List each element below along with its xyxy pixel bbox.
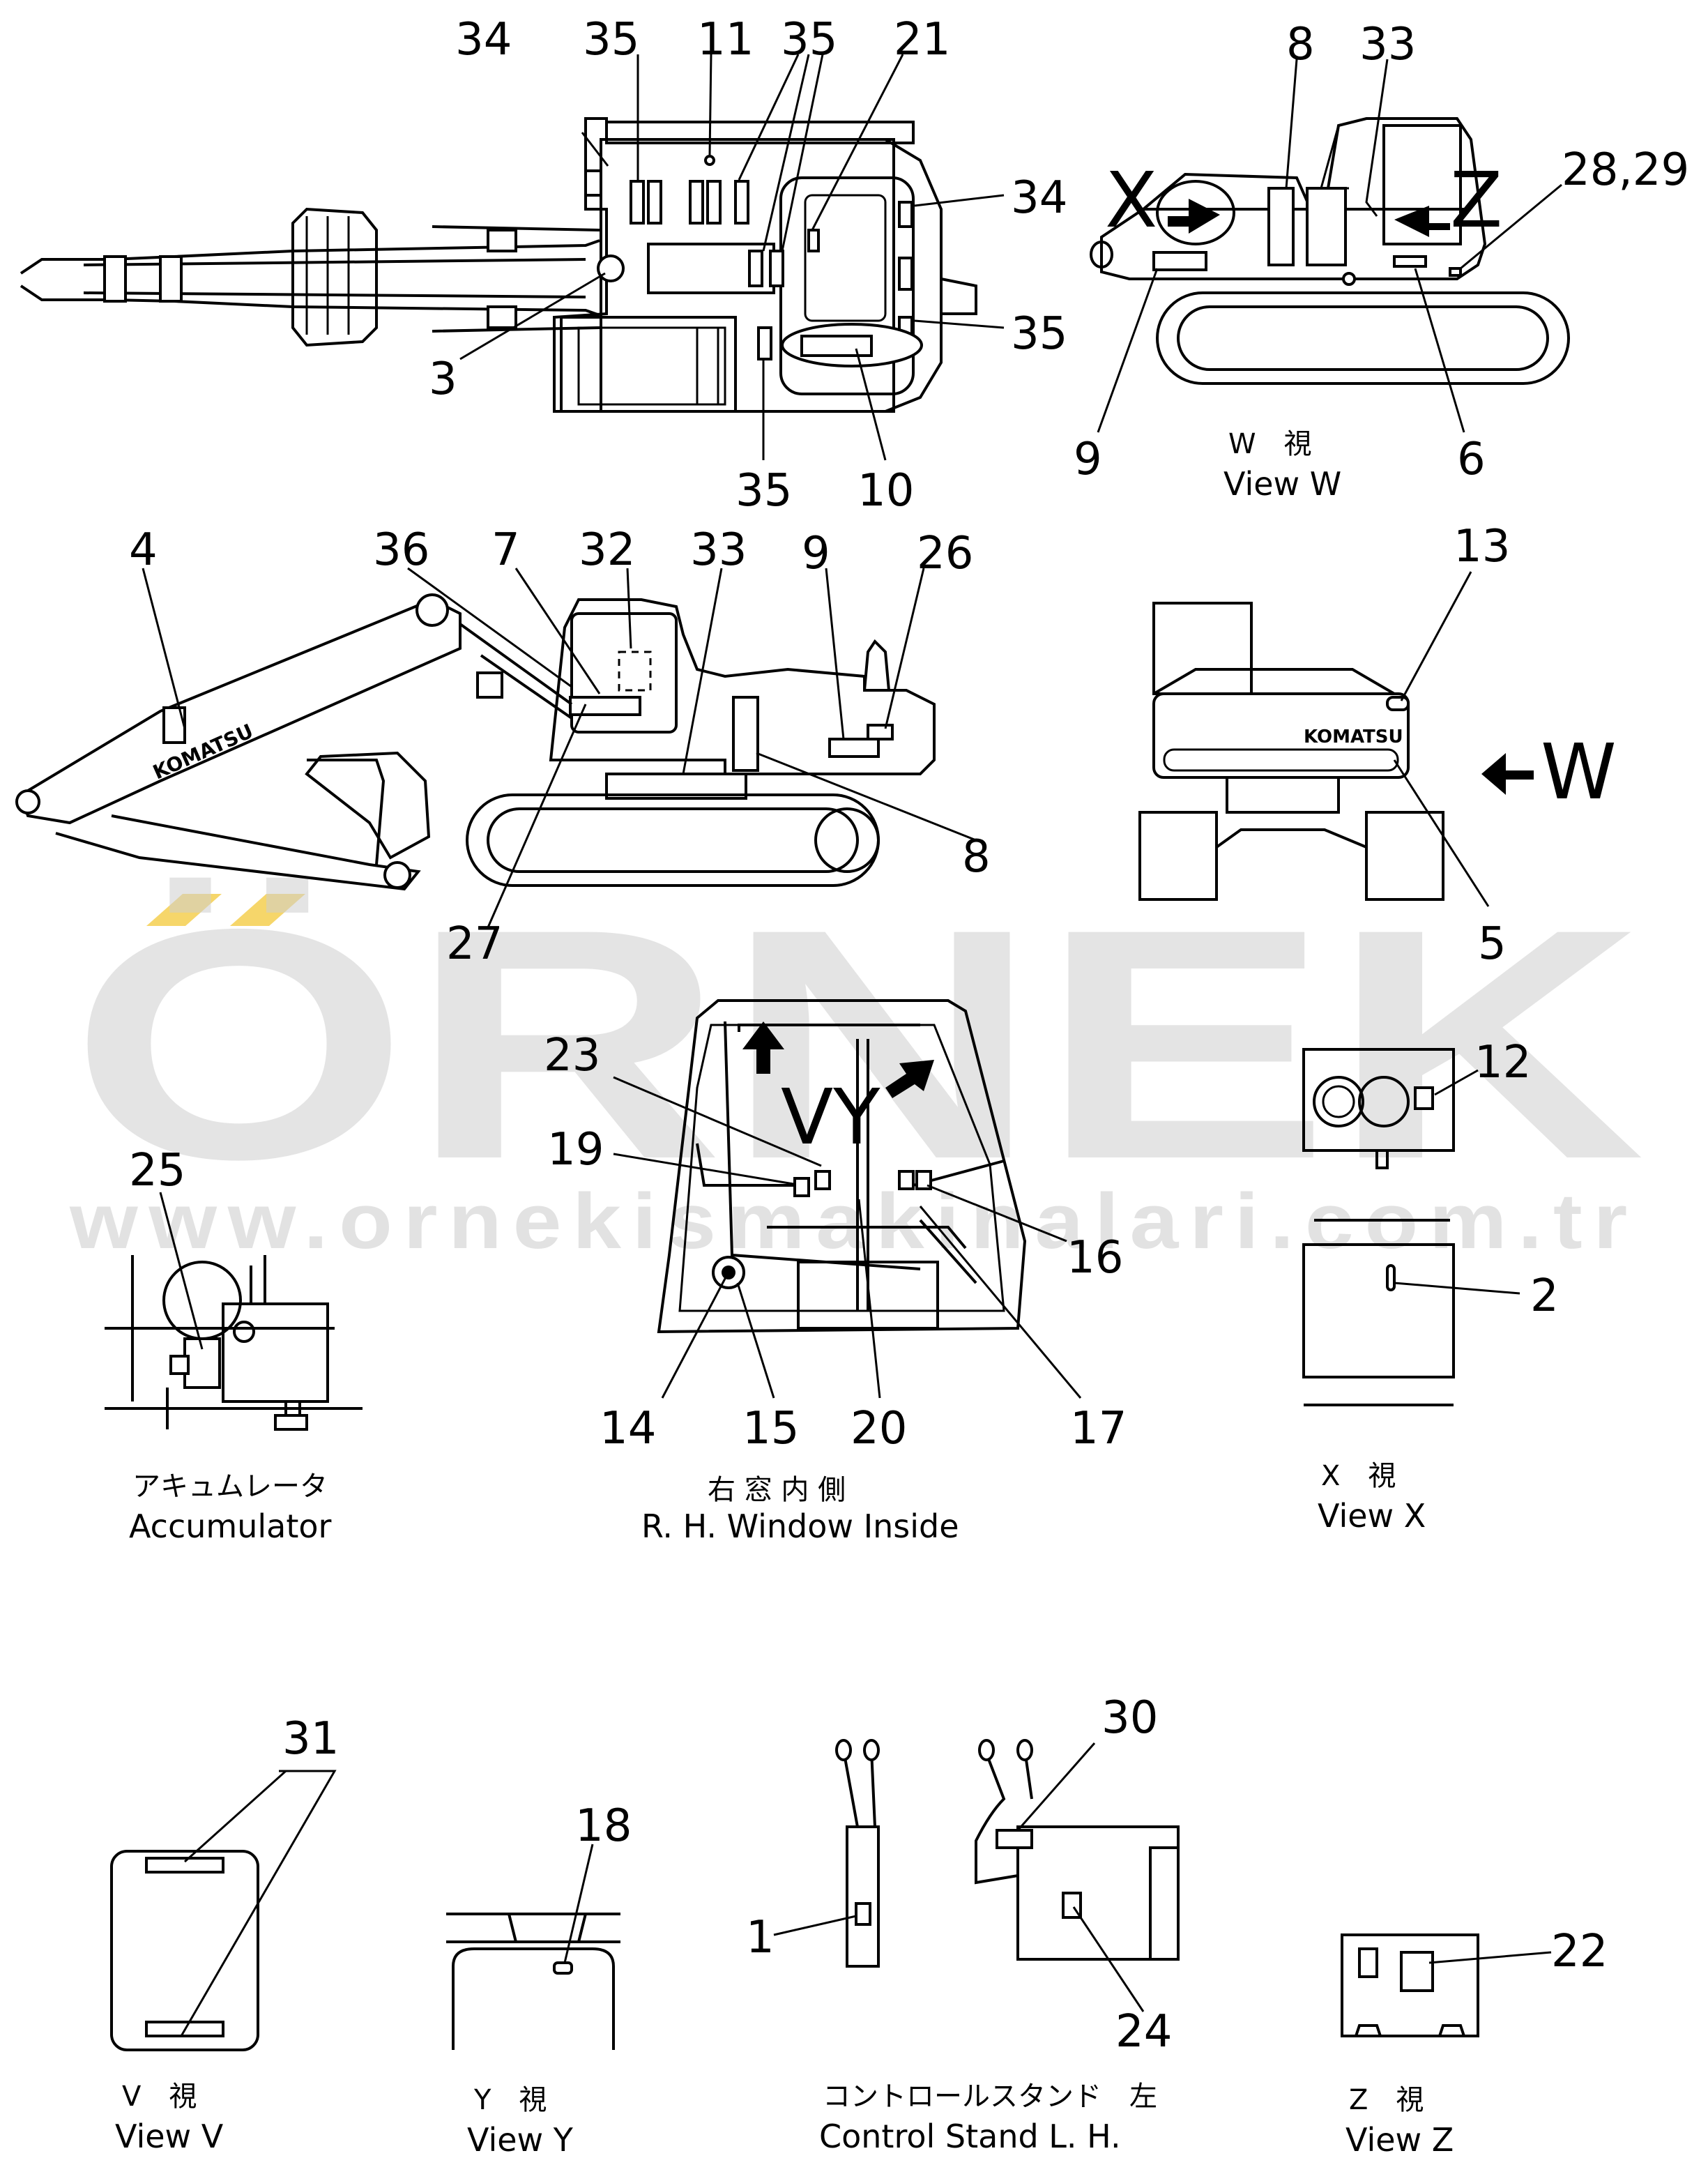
view-v-labels: 31 V 視 View V <box>115 1713 339 2155</box>
callout-33: 33 <box>1359 19 1416 70</box>
caption-control-stand-en: Control Stand L. H. <box>819 2118 1121 2155</box>
callout-26: 26 <box>917 528 973 579</box>
callout-9: 9 <box>802 528 830 579</box>
caption-view-x-jp: X 視 <box>1321 1460 1396 1492</box>
caption-accumulator-en: Accumulator <box>129 1507 332 1545</box>
callout-17: 17 <box>1070 1403 1127 1454</box>
callout-8: 8 <box>1286 19 1315 70</box>
caption-view-x-en: View X <box>1318 1497 1426 1535</box>
callout-35: 35 <box>735 465 792 517</box>
caption-view-w-jp: W 視 <box>1228 428 1312 460</box>
top-view-callouts: 34 35 11 35 21 34 35 3 35 10 <box>429 14 1067 517</box>
callout-22: 22 <box>1551 1926 1608 1977</box>
caption-control-stand-jp: コントロールスタンド 左 <box>823 2081 1157 2113</box>
rh-window-drawing <box>613 999 1082 1399</box>
view-x-drawing <box>1302 1048 1520 1406</box>
callout-8: 8 <box>962 831 991 883</box>
rear-view-drawing: KOMATSU <box>1138 571 1534 907</box>
watermark-accent-left <box>146 894 222 926</box>
side-view-callouts: 4 36 7 32 33 9 26 8 27 <box>129 524 991 970</box>
callout-7: 7 <box>491 524 520 576</box>
callout-23: 23 <box>544 1030 600 1081</box>
callout-28-29: 28,29 <box>1562 144 1689 196</box>
caption-view-w-en: View W <box>1223 465 1341 503</box>
callout-35: 35 <box>583 14 639 66</box>
callout-33: 33 <box>690 524 747 576</box>
accumulator-labels: 25 アキュムレータ Accumulator <box>129 1145 332 1545</box>
callout-20: 20 <box>851 1403 907 1454</box>
callout-18: 18 <box>575 1800 632 1852</box>
caption-view-v-en: View V <box>115 2118 224 2155</box>
callout-34: 34 <box>455 14 512 66</box>
callout-35: 35 <box>1011 308 1067 360</box>
caption-view-y-en: View Y <box>467 2121 574 2158</box>
callout-30: 30 <box>1101 1692 1158 1744</box>
caption-view-z-en: View Z <box>1345 2121 1454 2158</box>
caption-view-z-jp: Z 視 <box>1349 2084 1424 2116</box>
view-y-labels: 18 Y 視 View Y <box>467 1800 632 2158</box>
arrow-letter-w: W <box>1541 727 1617 816</box>
caption-view-v-jp: V 視 <box>122 2081 197 2113</box>
control-stand-drawing <box>773 1739 1180 2012</box>
view-w-drawing <box>1090 59 1570 433</box>
callout-14: 14 <box>600 1403 656 1454</box>
callout-24: 24 <box>1115 2006 1172 2058</box>
callout-15: 15 <box>742 1403 799 1454</box>
rear-view-labels: W 13 5 <box>1454 521 1617 970</box>
callout-4: 4 <box>129 524 158 576</box>
arrow-letter-vy: VY <box>781 1072 880 1162</box>
arrow-letter-x: X <box>1105 155 1157 245</box>
callout-25: 25 <box>129 1145 185 1196</box>
control-stand-labels: 30 1 24 コントロールスタンド 左 Control Stand L. H. <box>746 1692 1172 2155</box>
watermark-accent-right <box>230 894 305 926</box>
callout-35: 35 <box>781 14 837 66</box>
callout-9: 9 <box>1074 434 1102 485</box>
callout-1: 1 <box>746 1912 775 1963</box>
view-w-labels: X Z 8 33 28,29 9 6 W 視 View W <box>1074 19 1689 503</box>
accumulator-drawing <box>105 1192 363 1431</box>
view-v-drawing <box>110 1770 337 2051</box>
callout-32: 32 <box>579 524 635 576</box>
callout-11: 11 <box>697 14 754 66</box>
view-z-drawing <box>1341 1933 1552 2037</box>
caption-accumulator-jp: アキュムレータ <box>132 1471 328 1503</box>
callout-16: 16 <box>1067 1232 1123 1284</box>
callout-27: 27 <box>446 918 503 970</box>
view-x-labels: 12 2 X 視 View X <box>1318 1037 1559 1535</box>
caption-rh-window-en: R. H. Window Inside <box>641 1507 959 1545</box>
callout-34: 34 <box>1011 172 1067 224</box>
callout-6: 6 <box>1457 434 1486 485</box>
rear-brand-text: KOMATSU <box>1304 727 1403 747</box>
callout-31: 31 <box>282 1713 339 1765</box>
rh-window-labels: VY 23 19 16 14 15 20 17 右 窓 内 側 R. H. Wi… <box>544 1030 1127 1545</box>
callout-10: 10 <box>857 465 914 517</box>
callout-36: 36 <box>373 524 429 576</box>
caption-rh-window-jp: 右 窓 内 側 <box>708 1474 846 1506</box>
top-view-drawing <box>20 54 1005 461</box>
caption-view-y-jp: Y 視 <box>473 2084 547 2116</box>
callout-12: 12 <box>1474 1037 1531 1088</box>
callout-2: 2 <box>1530 1270 1559 1322</box>
view-z-labels: 22 Z 視 View Z <box>1345 1926 1608 2158</box>
callout-3: 3 <box>429 354 457 405</box>
view-y-drawing <box>446 1844 620 2050</box>
callout-5: 5 <box>1478 918 1507 970</box>
callout-13: 13 <box>1454 521 1510 572</box>
callout-19: 19 <box>547 1124 604 1176</box>
arrow-letter-z: Z <box>1450 155 1502 245</box>
callout-21: 21 <box>894 14 950 66</box>
